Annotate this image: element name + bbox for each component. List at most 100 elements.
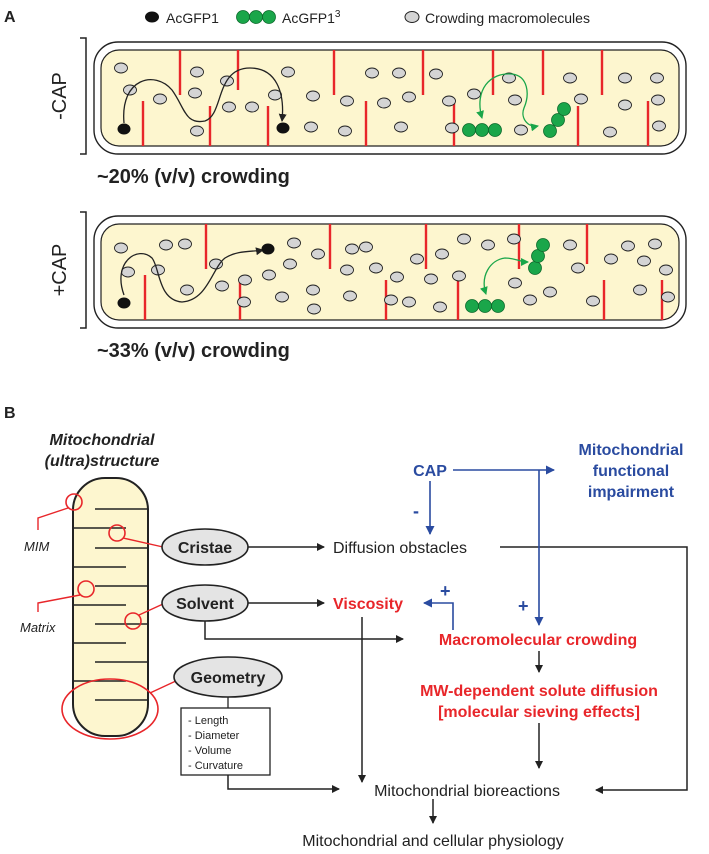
- acgfp1-top-start: [117, 123, 131, 135]
- solvent-callout-line: [138, 603, 164, 616]
- mim-callout-line: [37, 507, 69, 530]
- crowding-molecule: [604, 253, 618, 265]
- crowding-molecule: [340, 95, 354, 107]
- impairment-line3: impairment: [588, 484, 675, 501]
- crowding-molecule: [365, 67, 379, 79]
- crowding-molecule: [394, 121, 408, 133]
- crowding-molecule: [369, 262, 383, 274]
- crowding-molecule: [508, 277, 522, 289]
- mw-dependent-diffusion-label: MW-dependent solute diffusion: [420, 683, 658, 700]
- acgfp1-bottom-end: [261, 243, 275, 255]
- crowding-plus-sign: +: [518, 596, 529, 616]
- crowding-molecule: [502, 72, 516, 84]
- legend-acgfp1-3-label: AcGFP1: [282, 10, 335, 26]
- cap-label: CAP: [413, 463, 447, 480]
- crowding-molecule: [435, 248, 449, 260]
- crowding-molecule: [410, 253, 424, 265]
- crowding-molecule: [661, 291, 675, 303]
- legend-trimer-marker-3: [262, 10, 276, 24]
- arrow-obstacles-to-bioreactions: [500, 546, 688, 794]
- crowding-molecule: [275, 291, 289, 303]
- crowding-molecule: [262, 269, 276, 281]
- legend-trimer-marker-2: [249, 10, 263, 24]
- crowding-molecule: [618, 99, 632, 111]
- crowding-molecule: [180, 284, 194, 296]
- crowding-molecule: [238, 274, 252, 286]
- crowding-molecule: [121, 266, 135, 278]
- cristae-callout-circle: [108, 524, 126, 542]
- crowding-molecule: [338, 125, 352, 137]
- mito-title-line1: Mitochondrial: [50, 432, 155, 449]
- crowding-molecule: [384, 294, 398, 306]
- crowding-molecule: [507, 233, 521, 245]
- path-trimer-bottom: [479, 257, 529, 295]
- crowding-molecule: [281, 66, 295, 78]
- crowding-molecule: [508, 94, 522, 106]
- caption-bottom-crowding: ~33% (v/v) crowding: [97, 340, 290, 362]
- crowding-molecule: [429, 68, 443, 80]
- arrow-geometry-to-bioreactions: [227, 775, 340, 793]
- matrix-callout-circle: [77, 580, 95, 598]
- matrix-label: Matrix: [20, 620, 56, 635]
- crowding-molecule: [574, 93, 588, 105]
- crowding-molecule: [283, 258, 297, 270]
- crowding-molecule: [637, 255, 651, 267]
- crowding-molecule: [307, 303, 321, 315]
- physiology-label: Mitochondrial and cellular physiology: [302, 833, 563, 850]
- legend-acgfp1-marker: [145, 11, 159, 23]
- legend-acgfp1-3-superscript: 3: [335, 9, 341, 20]
- mim-callout-circle: [65, 493, 83, 511]
- crowding-molecule: [603, 126, 617, 138]
- crowding-molecule: [306, 284, 320, 296]
- legend-acgfp1-label: AcGFP1: [166, 10, 219, 26]
- crowding-molecule: [652, 120, 666, 132]
- legend-crowding-label: Crowding macromolecules: [425, 10, 590, 26]
- diffusion-obstacles-label: Diffusion obstacles: [333, 540, 467, 557]
- crowding-molecule: [390, 271, 404, 283]
- condition-minus-cap: -CAP: [49, 72, 71, 120]
- geometry-item-volume: - Volume: [188, 745, 231, 757]
- crowding-molecule: [343, 290, 357, 302]
- crowding-molecule: [209, 258, 223, 270]
- crowding-molecule: [245, 101, 259, 113]
- crowding-molecule: [188, 87, 202, 99]
- macromolecular-crowding-label: Macromolecular crowding: [439, 632, 637, 649]
- crowding-molecule: [311, 248, 325, 260]
- trimer-bottom-start: [465, 299, 505, 313]
- crowding-molecule: [633, 284, 647, 296]
- viscosity-label: Viscosity: [333, 596, 403, 613]
- crowding-molecule: [586, 295, 600, 307]
- geometry-callout-ellipse: [61, 678, 159, 740]
- crowding-molecule: [457, 233, 471, 245]
- crowding-molecule: [402, 296, 416, 308]
- geometry-item-diameter: - Diameter: [188, 730, 240, 742]
- crowding-molecule: [467, 88, 481, 100]
- crowding-molecule: [190, 66, 204, 78]
- crowding-molecule: [392, 67, 406, 79]
- cristae-callout-line: [122, 537, 164, 548]
- crowding-molecule: [359, 241, 373, 253]
- crowding-molecule: [563, 72, 577, 84]
- crowding-molecule: [433, 301, 447, 313]
- solvent-callout-circle: [124, 612, 142, 630]
- matrix-callout-line: [37, 594, 81, 612]
- legend: AcGFP1 AcGFP13 Crowding macromolecules: [145, 9, 590, 26]
- crowding-molecule: [621, 240, 635, 252]
- crowding-molecule: [648, 238, 662, 250]
- crowding-molecule: [402, 91, 416, 103]
- bracket-top: [80, 37, 87, 155]
- panel-b-label: B: [4, 405, 16, 422]
- crowding-molecule: [452, 270, 466, 282]
- trimer-top-start: [462, 123, 502, 137]
- crowding-molecule: [237, 296, 251, 308]
- geometry-box: [180, 707, 271, 776]
- mim-label: MIM: [24, 539, 49, 554]
- crowding-molecule: [114, 242, 128, 254]
- path-monomer-top: [123, 67, 287, 124]
- crowding-molecule: [650, 72, 664, 84]
- arrow-solvent-to-crowding: [204, 621, 404, 643]
- crowding-molecule: [190, 125, 204, 137]
- crowding-molecule: [377, 97, 391, 109]
- condition-plus-cap: +CAP: [49, 244, 71, 297]
- crowding-molecule: [287, 237, 301, 249]
